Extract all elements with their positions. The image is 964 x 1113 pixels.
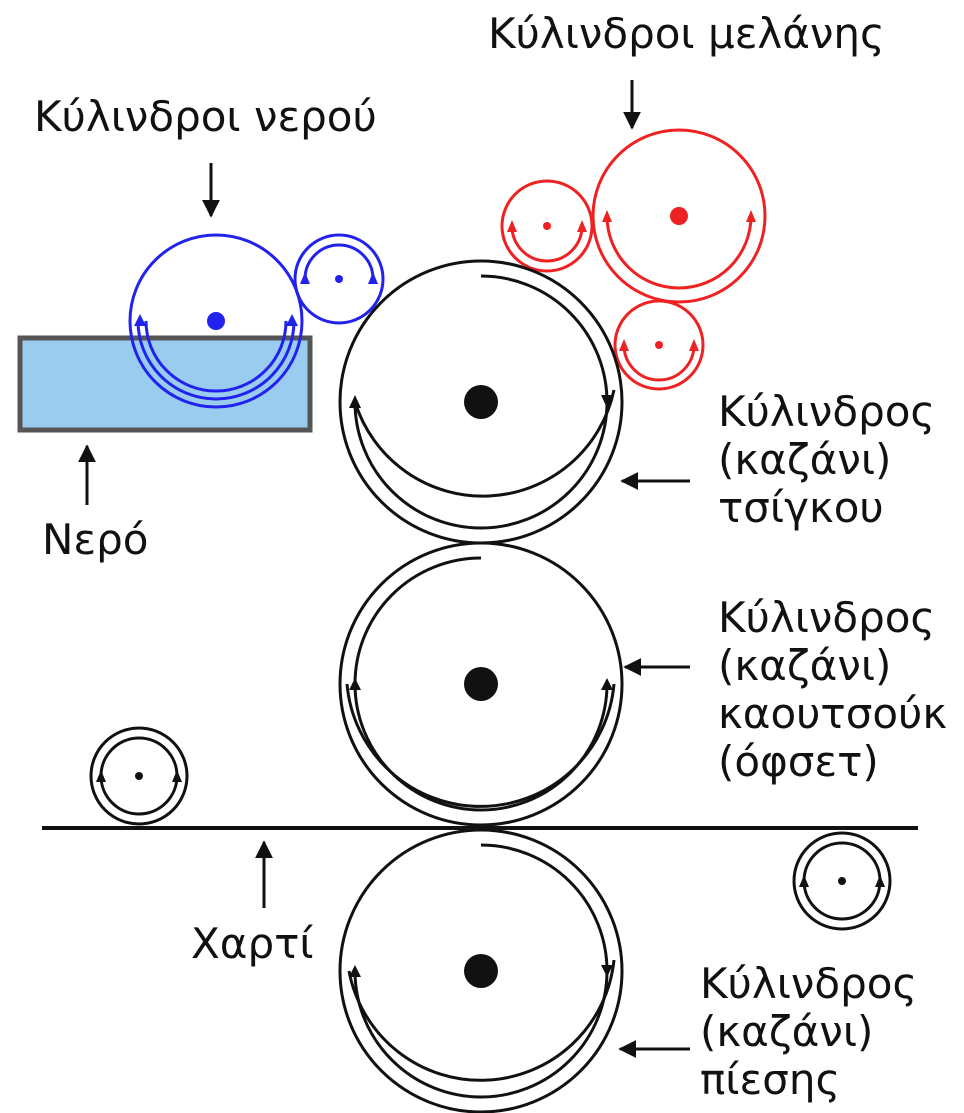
- water-tray: [17, 335, 313, 433]
- blanket-line-1: Κύλινδρος: [718, 593, 936, 642]
- impression-line-1: Κύλινδρος: [700, 959, 918, 1008]
- feed-roller-left: [89, 726, 189, 826]
- blanket-line-3: καουτσούκ: [718, 689, 948, 738]
- plate-line-3: τσίγκου: [718, 483, 884, 532]
- label-paper: Χαρτί: [191, 919, 314, 968]
- plate-line-1: Κύλινδρος: [718, 387, 936, 436]
- blanket-cylinder: [338, 541, 624, 827]
- impression-line-3: πίεσης: [700, 1055, 841, 1104]
- ink-roller-large: [591, 128, 767, 304]
- impression-line-2: (καζάνι): [700, 1007, 874, 1056]
- feed-roller-right: [792, 831, 892, 931]
- label-impression-cylinder: Κύλινδρος (καζάνι) πίεσης: [700, 960, 917, 1104]
- ink-roller-lower: [613, 299, 705, 391]
- plate-line-2: (καζάνι): [718, 435, 892, 484]
- label-plate-cylinder: Κύλινδρος (καζάνι) τσίγκου: [718, 388, 935, 532]
- ink-roller-left: [500, 179, 594, 273]
- label-ink-rollers: Κύλινδροι μελάνης: [488, 9, 885, 58]
- label-blanket-cylinder: Κύλινδρος (καζάνι) καουτσούκ (όφσετ): [718, 594, 947, 786]
- label-water-rollers: Κύλινδροι νερού: [34, 92, 377, 141]
- water-roller-small: [293, 233, 385, 325]
- label-water: Νερό: [42, 515, 149, 564]
- blanket-line-2: (καζάνι): [718, 641, 892, 690]
- impression-cylinder: [338, 828, 624, 1113]
- plate-cylinder: [338, 259, 624, 545]
- water-roller-large: [128, 233, 304, 409]
- blanket-line-4: (όφσετ): [718, 737, 879, 786]
